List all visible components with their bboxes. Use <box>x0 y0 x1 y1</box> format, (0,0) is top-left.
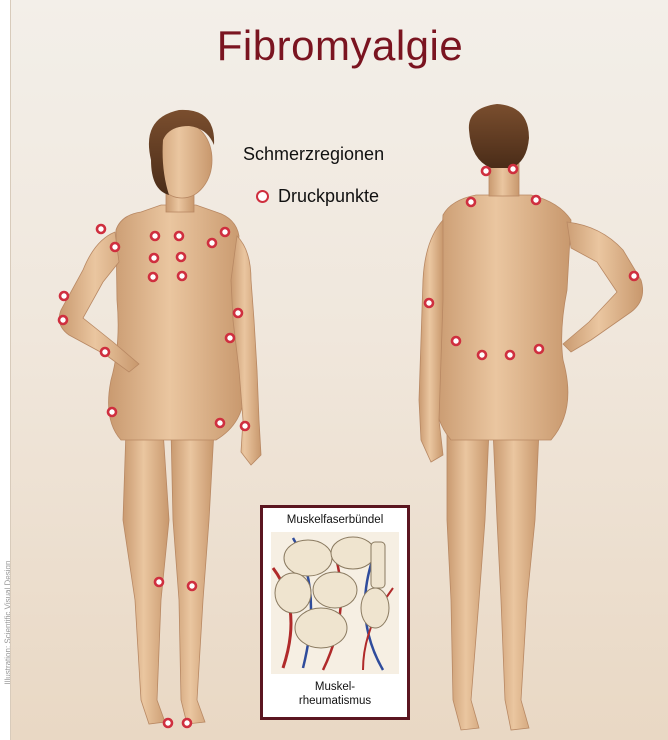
tender-point <box>482 167 490 175</box>
inset-top-label: Muskelfaserbündel <box>263 514 407 526</box>
back-right-arm <box>563 222 643 352</box>
tender-point <box>175 232 183 240</box>
legend-pain-regions: Schmerzregionen <box>243 144 384 165</box>
tender-point <box>188 582 196 590</box>
tender-point <box>478 351 486 359</box>
page-title: Fibromyalgie <box>11 22 668 70</box>
tender-point <box>155 578 163 586</box>
tender-point <box>509 165 517 173</box>
tender-point <box>59 316 67 324</box>
inset-bottom-label: Muskel- rheumatismus <box>263 680 407 708</box>
front-right-leg <box>171 430 214 724</box>
side-credit: Illustration: Scientific Visual Design <box>0 520 10 740</box>
legend-tender-points: Druckpunkte <box>256 186 379 207</box>
tender-point <box>425 299 433 307</box>
tender-point <box>506 351 514 359</box>
back-left-arm <box>419 220 443 462</box>
back-figure <box>419 160 643 730</box>
back-right-leg <box>493 430 539 730</box>
tender-point <box>216 419 224 427</box>
tender-point <box>452 337 460 345</box>
tender-point <box>111 243 119 251</box>
tender-point <box>60 292 68 300</box>
tender-point <box>101 348 109 356</box>
tender-point <box>208 239 216 247</box>
tender-point <box>535 345 543 353</box>
tender-point <box>226 334 234 342</box>
tender-point <box>630 272 638 280</box>
tender-point <box>183 719 191 727</box>
inset-bottom-line1: Muskel- <box>263 680 407 694</box>
tender-point <box>532 196 540 204</box>
front-left-leg <box>123 430 169 724</box>
back-hair <box>469 104 529 168</box>
tender-point <box>151 232 159 240</box>
muscle-fiber-illustration <box>263 528 407 678</box>
inset-bottom-line2: rheumatismus <box>263 694 407 708</box>
tender-point <box>177 253 185 261</box>
tender-point <box>164 719 172 727</box>
back-left-leg <box>447 430 489 730</box>
tender-point <box>97 225 105 233</box>
fibromyalgia-poster: Fibromyalgie Schmerzregionen Druckpunkte… <box>10 0 668 740</box>
tender-point-icon <box>256 190 269 203</box>
tender-point <box>108 408 116 416</box>
tender-point <box>241 422 249 430</box>
tender-point <box>150 254 158 262</box>
tender-point <box>234 309 242 317</box>
back-torso <box>435 195 571 440</box>
tender-point <box>178 272 186 280</box>
legend-tender-points-label: Druckpunkte <box>278 186 379 207</box>
front-figure <box>59 122 261 724</box>
tender-point <box>149 273 157 281</box>
tender-point <box>467 198 475 206</box>
muscle-fiber-inset: Muskelfaserbündel Musk <box>260 505 410 720</box>
tender-point <box>221 228 229 236</box>
